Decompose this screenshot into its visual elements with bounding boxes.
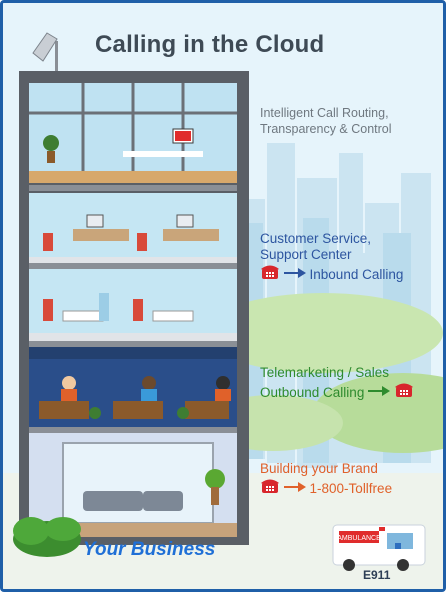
routing-line-2: Transparency & Control <box>260 122 392 136</box>
routing-label: Intelligent Call Routing, Transparency &… <box>260 105 392 137</box>
service-line-1: Customer Service, <box>260 231 372 246</box>
arrow-right-icon <box>283 268 306 278</box>
floor-office <box>29 83 237 183</box>
tollfree-text: 1-800-Tollfree <box>309 481 393 496</box>
arrow-right-icon <box>368 386 391 396</box>
your-business-label: Your Business <box>83 539 216 560</box>
telemarketing-label: Telemarketing / Sales Outbound Calling <box>260 365 414 401</box>
phone-icon <box>261 479 279 493</box>
service-line-2: Support Center <box>260 247 352 262</box>
routing-line-1: Intelligent Call Routing, <box>260 106 389 120</box>
scene-illustration: AMBULANCE <box>3 3 443 589</box>
phone-icon <box>261 265 279 279</box>
brand-line-1: Building your Brand <box>260 461 378 476</box>
inbound-row: Inbound Calling <box>260 263 403 283</box>
inbound-calling-text: Inbound Calling <box>309 267 404 282</box>
brand-label: Building your Brand 1-800-Tollfree <box>260 461 392 497</box>
bush-icon <box>13 517 81 557</box>
outbound-row: Outbound Calling <box>260 381 414 401</box>
floor-support <box>29 193 237 263</box>
tollfree-row: 1-800-Tollfree <box>260 477 392 497</box>
service-label: Customer Service, Support Center Inbound… <box>260 231 403 283</box>
phone-icon <box>394 383 413 397</box>
outbound-calling-text: Outbound Calling <box>260 385 365 400</box>
ambulance-icon: AMBULANCE <box>332 524 426 571</box>
floor-callcenter <box>29 347 237 427</box>
tele-line-1: Telemarketing / Sales <box>260 365 390 380</box>
antenna-icon <box>32 32 58 71</box>
e911-label: E911 <box>363 568 391 582</box>
hill <box>203 293 443 373</box>
page-title: Calling in the Cloud <box>95 31 325 58</box>
ambulance-text: AMBULANCE <box>337 535 381 542</box>
floor-support-2 <box>29 269 237 341</box>
arrow-right-icon <box>283 482 306 492</box>
